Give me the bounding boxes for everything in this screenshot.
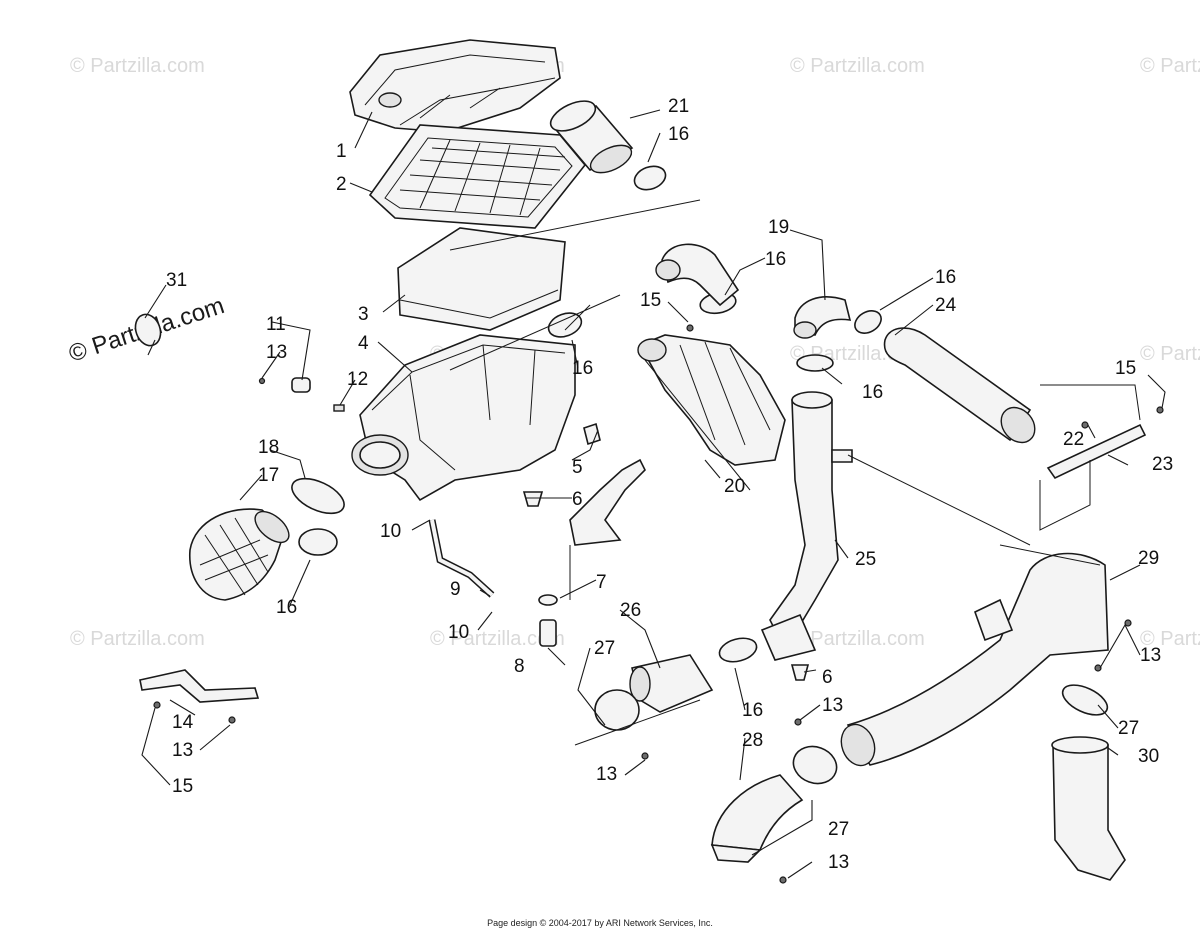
callout-27a: 27: [594, 638, 615, 659]
callout-25: 25: [855, 549, 876, 570]
part-mount-bracket: [139, 669, 260, 703]
callout-21: 21: [668, 96, 689, 117]
callout-6b: 6: [822, 667, 833, 688]
part-elbow: [655, 243, 852, 339]
part-manifold: [637, 334, 786, 466]
callout-19: 19: [768, 217, 789, 238]
callout-10b: 10: [448, 622, 469, 643]
part-adapter: [629, 654, 714, 713]
callout-13a: 13: [266, 342, 287, 363]
callout-1: 1: [336, 141, 347, 162]
callout-26: 26: [620, 600, 641, 621]
callout-22: 22: [1063, 429, 1084, 450]
callout-11: 11: [266, 314, 286, 335]
callout-27c: 27: [828, 819, 849, 840]
part-lower-boot: [1051, 736, 1126, 881]
callout-5: 5: [572, 457, 583, 478]
callout-16c: 16: [935, 267, 956, 288]
callout-31: 31: [166, 270, 187, 291]
callout-16g: 16: [742, 700, 763, 721]
leader-lines: [141, 109, 1166, 879]
part-fitting: [258, 377, 345, 412]
callout-13d: 13: [596, 764, 617, 785]
callout-16a: 16: [668, 124, 689, 145]
part-tall-tube: [760, 391, 853, 661]
part-large-clamp: [291, 477, 345, 515]
watermark: © Partzilla.com: [1140, 343, 1200, 365]
callout-15c: 15: [172, 776, 193, 797]
callout-24: 24: [935, 295, 957, 316]
callout-16f: 16: [276, 597, 297, 618]
callout-16d: 16: [572, 358, 593, 379]
callout-8: 8: [514, 656, 525, 677]
callout-13c: 13: [1140, 645, 1161, 666]
callout-7: 7: [596, 572, 607, 593]
watermark: © Partzilla.com: [430, 628, 565, 650]
callout-28: 28: [742, 730, 763, 751]
callout-16e: 16: [862, 382, 883, 403]
part-clip: [522, 422, 810, 681]
part-air-box-housing: [351, 334, 576, 502]
callout-15a: 15: [640, 290, 661, 311]
part-filter-element: [397, 227, 566, 331]
callout-9: 9: [450, 579, 461, 600]
callout-13b: 13: [822, 695, 843, 716]
part-clamp-31: [134, 313, 162, 347]
callout-23: 23: [1152, 454, 1173, 475]
part-hose: [883, 327, 1036, 444]
watermark: © Partzilla.com: [70, 628, 205, 650]
watermark: © Partzilla.com: [790, 628, 925, 650]
callout-17: 17: [258, 465, 279, 486]
callout-27b: 27: [1118, 718, 1139, 739]
callout-10a: 10: [380, 521, 401, 542]
callout-6a: 6: [572, 489, 583, 510]
footer-copyright: Page design © 2004-2017 by ARI Network S…: [487, 918, 713, 928]
part-intake-boot: [189, 508, 290, 601]
callout-labels: 1 2 3 4 5 6 6 7 8 9 10 10 11 12 13 13 13…: [166, 96, 1173, 873]
watermark: © Partzilla.com: [1140, 55, 1200, 77]
callout-12: 12: [347, 369, 368, 390]
callout-15b: 15: [1115, 358, 1136, 379]
callout-30: 30: [1138, 746, 1159, 767]
callout-16b: 16: [765, 249, 786, 270]
part-long-duct: [840, 552, 1109, 767]
part-air-box-cover: [349, 39, 561, 133]
part-bracket-23: [1039, 423, 1147, 531]
part-filter-grid: [368, 124, 587, 229]
callout-29: 29: [1138, 548, 1159, 569]
callout-18: 18: [258, 437, 279, 458]
callout-3: 3: [358, 304, 369, 325]
watermark: © Partzilla.com: [1140, 628, 1200, 650]
watermark: © Partzilla.com: [70, 55, 205, 77]
callout-13f: 13: [172, 740, 193, 761]
part-clamp: [298, 165, 882, 663]
watermark: © Partzilla.com: [790, 55, 925, 77]
part-drain-hose: [428, 519, 558, 647]
callout-13e: 13: [828, 852, 849, 873]
part-screw: [153, 324, 1164, 884]
part-breather-filter: [549, 100, 634, 174]
callout-20: 20: [724, 476, 745, 497]
callout-2: 2: [336, 174, 347, 195]
part-bracket: [569, 458, 646, 546]
callout-14: 14: [172, 712, 194, 733]
callout-4: 4: [358, 333, 369, 354]
part-elbow-28: [710, 774, 804, 863]
